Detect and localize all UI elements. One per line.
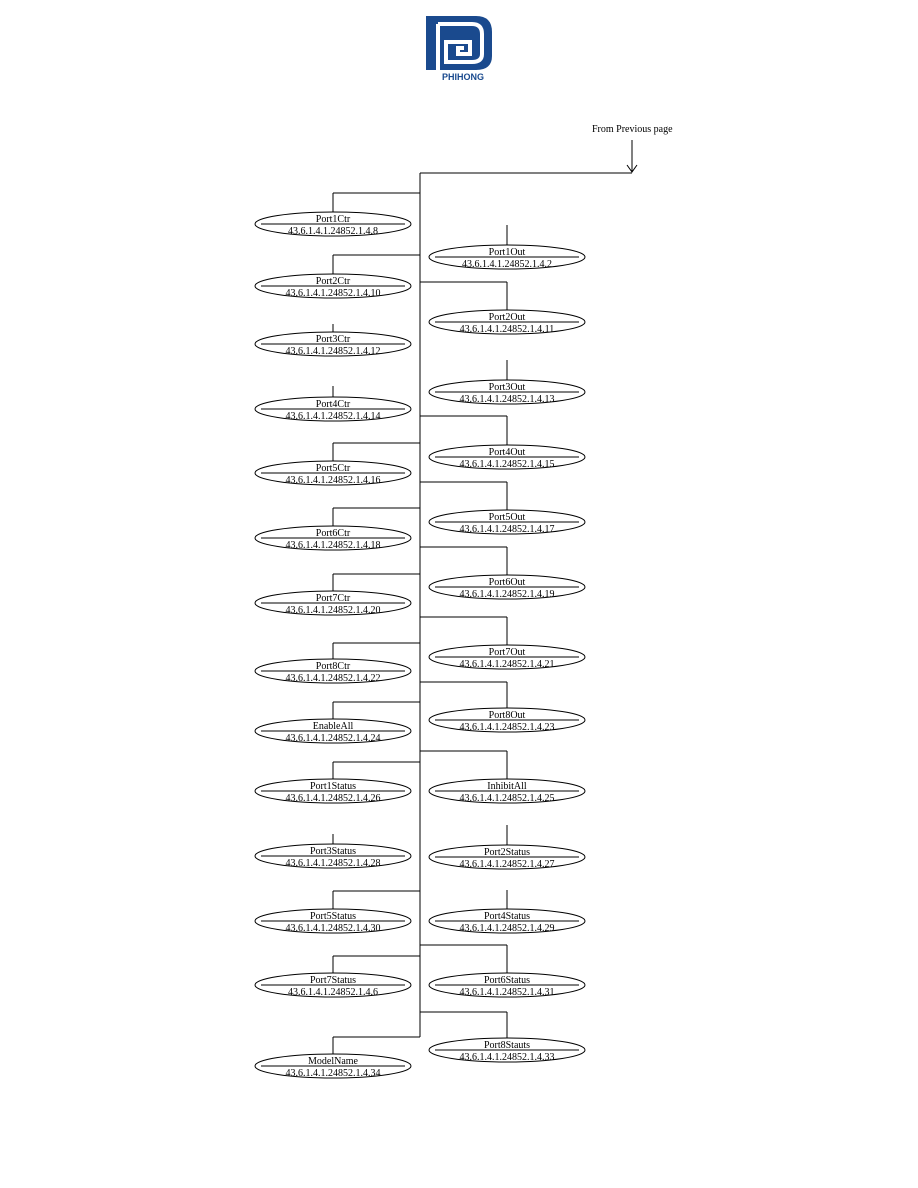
node-port5status-name: Port5Status [310,911,356,922]
node-port3out-name: Port3Out [489,382,526,393]
node-port3ctr-name: Port3Ctr [316,334,351,345]
node-port1status-oid: 43.6.1.4.1.24852.1.4.26 [286,793,381,804]
node-port8out-oid: 43.6.1.4.1.24852.1.4.23 [460,722,555,733]
phihong-logo: PHIHONG [424,14,496,84]
node-port4out-name: Port4Out [489,447,526,458]
node-port2status-name: Port2Status [484,847,530,858]
node-port2status-oid: 43.6.1.4.1.24852.1.4.27 [460,859,555,870]
node-port2out-oid: 43.6.1.4.1.24852.1.4.11 [460,324,555,335]
node-port8ctr-oid: 43.6.1.4.1.24852.1.4.22 [286,673,381,684]
node-port7out-name: Port7Out [489,647,526,658]
node-inhibitall-name: InhibitAll [487,781,527,792]
node-port2ctr-oid: 43.6.1.4.1.24852.1.4.10 [286,288,381,299]
node-modelname-oid: 43.6.1.4.1.24852.1.4.34 [286,1068,381,1079]
node-port1out-oid: 43.6.1.4.1.24852.1.4.2 [462,259,552,270]
node-port5status-oid: 43.6.1.4.1.24852.1.4.30 [286,923,381,934]
from-previous-page-label: From Previous page [592,124,673,135]
node-port6ctr-name: Port6Ctr [316,528,351,539]
node-port3status-oid: 43.6.1.4.1.24852.1.4.28 [286,858,381,869]
node-port5ctr-name: Port5Ctr [316,463,351,474]
node-modelname-name: ModelName [308,1056,359,1067]
node-port4out-oid: 43.6.1.4.1.24852.1.4.15 [460,459,555,470]
node-port7out-oid: 43.6.1.4.1.24852.1.4.21 [460,659,555,670]
node-port5out-oid: 43.6.1.4.1.24852.1.4.17 [460,524,555,535]
node-port7status-name: Port7Status [310,975,356,986]
node-port8out-name: Port8Out [489,710,526,721]
node-port8stauts-oid: 43.6.1.4.1.24852.1.4.33 [460,1052,555,1063]
node-port1out-name: Port1Out [489,247,526,258]
node-port7status-oid: 43.6.1.4.1.24852.1.4.6 [288,987,378,998]
node-port2out-name: Port2Out [489,312,526,323]
node-port8stauts-name: Port8Stauts [484,1040,530,1051]
logo-brand-text: PHIHONG [442,72,484,82]
node-port1ctr-name: Port1Ctr [316,214,351,225]
phihong-logo-mark: PHIHONG [426,16,494,84]
node-port1status-name: Port1Status [310,781,356,792]
node-enableall-name: EnableAll [313,721,354,732]
node-port4status-oid: 43.6.1.4.1.24852.1.4.29 [460,923,555,934]
node-port6status-oid: 43.6.1.4.1.24852.1.4.31 [460,987,555,998]
node-inhibitall-oid: 43.6.1.4.1.24852.1.4.25 [460,793,555,804]
node-port6out-oid: 43.6.1.4.1.24852.1.4.19 [460,589,555,600]
node-port6out-name: Port6Out [489,577,526,588]
node-port2ctr-name: Port2Ctr [316,276,351,287]
node-port5ctr-oid: 43.6.1.4.1.24852.1.4.16 [286,475,381,486]
node-port7ctr-oid: 43.6.1.4.1.24852.1.4.20 [286,605,381,616]
node-port6status-name: Port6Status [484,975,530,986]
node-port7ctr-name: Port7Ctr [316,593,351,604]
node-port3ctr-oid: 43.6.1.4.1.24852.1.4.12 [286,346,381,357]
node-port4ctr-oid: 43.6.1.4.1.24852.1.4.14 [286,411,381,422]
node-port3status-name: Port3Status [310,846,356,857]
node-port4ctr-name: Port4Ctr [316,399,351,410]
node-port6ctr-oid: 43.6.1.4.1.24852.1.4.18 [286,540,381,551]
node-port3out-oid: 43.6.1.4.1.24852.1.4.13 [460,394,555,405]
node-port8ctr-name: Port8Ctr [316,661,351,672]
node-port5out-name: Port5Out [489,512,526,523]
node-port1ctr-oid: 43.6.1.4.1.24852.1.4.8 [288,226,378,237]
incoming-arrowhead [626,164,638,173]
node-port4status-name: Port4Status [484,911,530,922]
node-enableall-oid: 43.6.1.4.1.24852.1.4.24 [286,733,381,744]
